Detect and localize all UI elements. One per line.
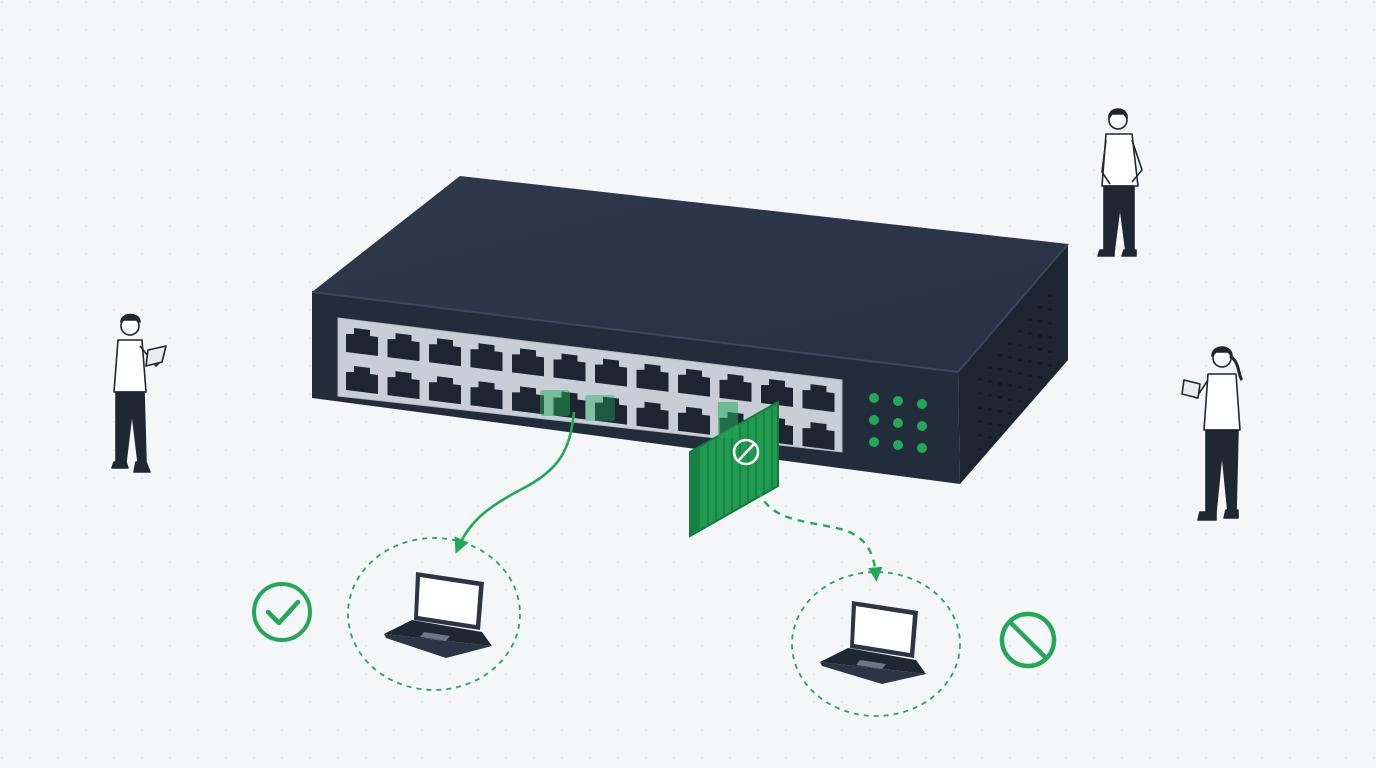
laptop-icon (384, 572, 492, 658)
status-led (869, 437, 879, 447)
ethernet-port (678, 406, 710, 435)
status-led (869, 393, 879, 403)
person-right-with-tablet (1181, 346, 1244, 521)
ethernet-port (346, 328, 378, 356)
ethernet-port (512, 386, 544, 415)
check-circle-icon (252, 582, 312, 642)
ethernet-port (678, 368, 710, 397)
ethernet-port (636, 401, 669, 430)
blocked-laptop-group (791, 571, 961, 717)
person-left-with-tablet (111, 313, 167, 473)
status-led (893, 440, 903, 450)
switch-top-face (312, 176, 1068, 372)
status-led (893, 418, 903, 428)
ethernet-port (553, 391, 586, 420)
status-led-grid (869, 393, 927, 453)
blocking-card (689, 400, 779, 538)
status-led (869, 415, 879, 425)
ethernet-port (802, 422, 835, 451)
ethernet-port (636, 363, 669, 392)
ethernet-port (761, 379, 793, 407)
ethernet-port (429, 338, 461, 367)
ethernet-port (802, 384, 835, 413)
ethernet-port (595, 358, 627, 387)
ethernet-port (719, 373, 752, 402)
ethernet-port (595, 396, 627, 425)
ethernet-port (346, 366, 378, 394)
status-led (917, 399, 927, 409)
network-switch (311, 176, 1069, 484)
status-led (893, 396, 903, 406)
allowed-laptop-group (347, 537, 521, 691)
ethernet-port (553, 353, 586, 382)
side-vents (978, 294, 1052, 451)
ethernet-port (387, 371, 420, 400)
prohibited-circle-icon (999, 611, 1057, 669)
blocked-connection-line (756, 489, 883, 582)
ethernet-port (512, 348, 544, 377)
ethernet-port (387, 333, 420, 362)
laptop-icon (820, 601, 926, 684)
allowed-port-highlight (540, 390, 615, 421)
ethernet-port (470, 343, 503, 372)
switch-side-face (958, 244, 1068, 484)
status-led (917, 443, 927, 453)
status-led (917, 421, 927, 431)
ethernet-port (470, 381, 503, 410)
allowed-connection-line (454, 411, 576, 554)
port-array (346, 328, 835, 451)
ethernet-port (429, 376, 461, 405)
person-top-right (1097, 108, 1143, 257)
port-panel (337, 317, 843, 453)
prohibited-icon (732, 438, 760, 466)
